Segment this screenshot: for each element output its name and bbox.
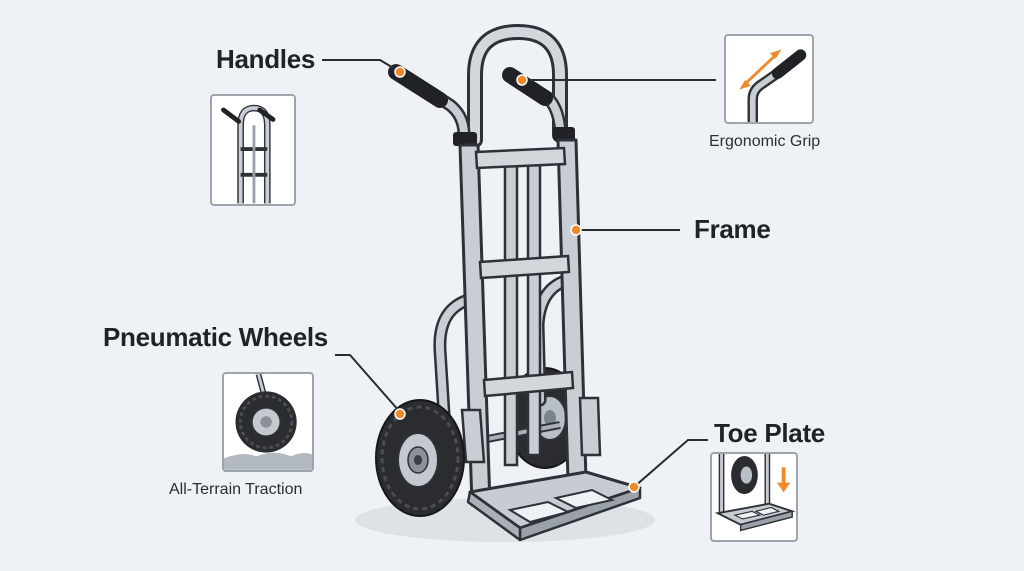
grip-dot [516, 74, 528, 86]
handles-label: Handles [216, 44, 316, 74]
callout-dots [394, 66, 640, 493]
handles-inset [210, 94, 296, 206]
pneumatic-wheels-label: Pneumatic Wheels [103, 322, 328, 352]
ergonomic-grip-caption: Ergonomic Grip [709, 133, 821, 150]
toe-plate-leader [633, 439, 708, 488]
handles-dot [394, 66, 406, 78]
ergonomic-grip-inset [724, 34, 814, 124]
wheels-leader [335, 354, 401, 413]
frame-label: Frame [694, 214, 771, 244]
wheels-dot [394, 408, 406, 420]
all-terrain-traction-caption: All-Terrain Traction [169, 481, 303, 498]
frame-dot [570, 224, 582, 236]
double-arrow-icon [739, 49, 782, 90]
down-arrow-icon [776, 467, 791, 493]
handle-bars-icon [221, 104, 276, 204]
wheel-traction-icon [224, 374, 312, 470]
toe-plate-inset [710, 452, 798, 542]
right-grip [502, 67, 553, 106]
ergonomic-grip-icon [739, 49, 807, 122]
handles-leader [322, 59, 401, 73]
front-wheel [375, 399, 465, 517]
toe-plate-icon [714, 454, 796, 532]
wheel-traction-inset [222, 372, 314, 472]
toe-plate-shape [466, 470, 642, 542]
toe-plate-dot [628, 481, 640, 493]
toe-plate-label: Toe Plate [714, 418, 825, 448]
leader-lines [322, 59, 716, 488]
